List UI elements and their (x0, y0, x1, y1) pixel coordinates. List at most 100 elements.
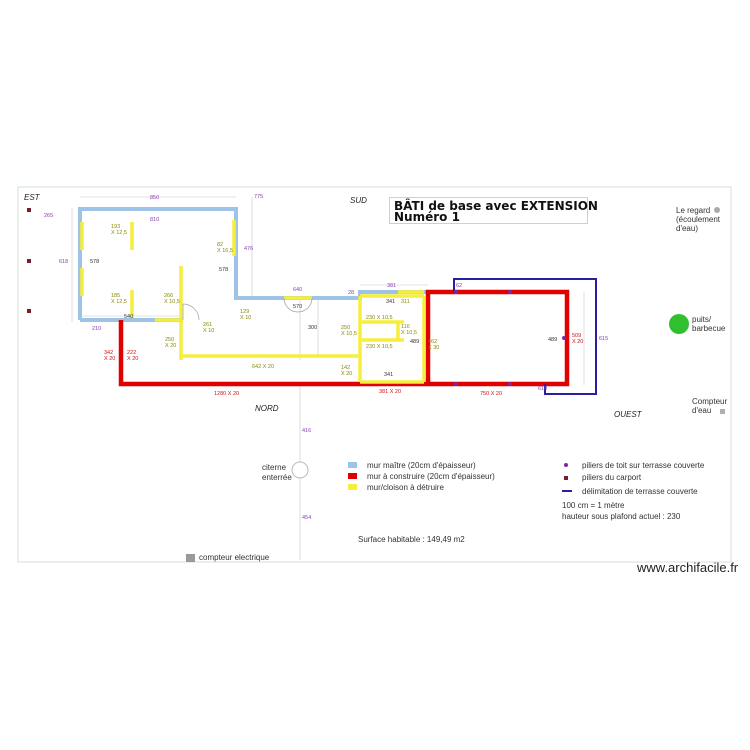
plan-subtitle: Numéro 1 (394, 210, 460, 224)
regard-label-1: Le regard (676, 206, 710, 215)
dim-label: X 20 (572, 339, 583, 345)
puits-label-2: barbecue (692, 324, 726, 333)
citerne-label-2: enterrée (262, 473, 292, 482)
legend-mur-detruire: mur/cloison à détruire (367, 483, 444, 492)
mur-detruire-walls (80, 220, 426, 384)
citerne-label-1: citerne (262, 463, 287, 472)
dim-label: 341 (384, 372, 393, 378)
dim-label: 300 (308, 325, 317, 331)
dim-label: 116 (401, 324, 410, 330)
citerne-icon (291, 461, 309, 479)
dim-label: 578 (219, 267, 228, 273)
watermark: www.archifacile.fr (637, 560, 739, 575)
orientation-sud: SUD (350, 196, 367, 205)
regard-label-2: (écoulement (676, 215, 721, 224)
dim-label: 476 (244, 246, 253, 252)
dim-label: 489 (548, 337, 557, 343)
dim-label: 82 (217, 242, 223, 248)
mur-construire-walls (118, 289, 570, 387)
compteur-eau-icon (720, 409, 725, 414)
dim-label: 462 (428, 339, 437, 345)
compteur-eau-label-2: d'eau (692, 406, 711, 415)
dim-label: 640 (293, 287, 302, 293)
dim-label: 509 (572, 333, 581, 339)
dim-label: 266 (164, 293, 173, 299)
dim-label: 578 (90, 259, 99, 265)
dim-label: 193 (111, 224, 120, 230)
dim-label: 342 (104, 350, 113, 356)
dim-label: 28 (348, 290, 354, 296)
dim-label: 618 (538, 386, 547, 392)
compteur-eau-label-1: Compteur (692, 397, 727, 406)
dim-label: X 12,5 (111, 299, 127, 305)
door-swings (182, 297, 313, 321)
construction-lines (71, 196, 585, 560)
piliers-carport (27, 208, 31, 313)
dim-label: 129 (240, 309, 249, 315)
legend-piliers-carport: piliers du carport (582, 473, 642, 482)
plan-title-box: BÂTI de base avec EXTENSION Numéro 1 (389, 197, 598, 224)
legend-mur-maitre: mur maître (20cm d'épaisseur) (367, 461, 476, 470)
legend-mur-construire: mur à construire (20cm d'épaisseur) (367, 472, 495, 481)
dim-label: 489 (410, 339, 419, 345)
puits-label-1: puits/ (692, 315, 712, 324)
dim-label: 261 (203, 322, 212, 328)
terrasse-delimitation (453, 278, 597, 395)
dim-label: 381 X 20 (379, 389, 401, 395)
dim-label: 230 X 10,5 (366, 315, 393, 321)
dim-label: 1280 X 20 (214, 391, 239, 397)
dim-label: 222 (127, 350, 136, 356)
dim-label: X 10,5 (401, 330, 417, 336)
dim-label: 381 (387, 283, 396, 289)
dim-label: 750 X 20 (480, 391, 502, 397)
legend-delimitation: délimitation de terrasse couverte (582, 487, 698, 496)
dims-dark: 578 578 540 570 300 341 341 489 489 (90, 259, 557, 378)
dim-label: 454 (302, 515, 311, 521)
legend-hauteur: hauteur sous plafond actuel : 230 (562, 512, 681, 521)
legend-piliers-toit: piliers de toit sur terrasse couverte (582, 461, 705, 470)
plan-title: BÂTI de base avec EXTENSION (394, 199, 598, 213)
puits-icon (669, 314, 689, 334)
legend-echelle: 100 cm = 1 mètre (562, 501, 625, 510)
dim-label: 570 (293, 304, 302, 310)
dim-label: 540 (124, 314, 133, 320)
dim-label: 265 (44, 213, 53, 219)
dim-label: 850 (150, 195, 159, 201)
dims-olive: 193 X 12,5 185 X 12,5 266 X 10,5 82 X 16… (111, 224, 439, 377)
dims-red: 342 X 20 222 X 20 1280 X 20 381 X 20 750… (104, 333, 583, 397)
plot-boundary (17, 186, 732, 563)
compteur-elec-icon (186, 554, 195, 562)
dim-label: 250 (341, 325, 350, 331)
dim-label: 341 (386, 299, 395, 305)
dim-label: 810 (150, 217, 159, 223)
dim-label: 775 (254, 194, 263, 200)
dim-label: 250 (165, 337, 174, 343)
dim-label: X 12,5 (111, 230, 127, 236)
dim-label: 185 (111, 293, 120, 299)
dim-label: 62 (456, 283, 462, 289)
orientation-nord: NORD (255, 404, 279, 413)
dim-label: X 10 (203, 328, 214, 334)
dim-label: X 20 (165, 343, 176, 349)
dim-label: 210 (92, 326, 101, 332)
surface-habitable: Surface habitable : 149,49 m2 (358, 535, 465, 544)
dim-label: X 20 (127, 356, 138, 362)
dim-label: X 16,5 (217, 248, 233, 254)
dim-label: X 10 (240, 315, 251, 321)
regard-icon (714, 207, 720, 213)
dim-label: 416 (302, 428, 311, 434)
compteur-elec-label: compteur electrique (199, 553, 270, 562)
dim-label: X 20 (341, 371, 352, 377)
dim-label: 142 (341, 365, 350, 371)
dim-label: 642 X 20 (252, 364, 274, 370)
dim-label: X 20 (104, 356, 115, 362)
dim-label: X 10,5 (164, 299, 180, 305)
dim-label: X 10,5 (341, 331, 357, 337)
dim-label: 311 (401, 299, 410, 305)
orientation-est: EST (24, 193, 41, 202)
dim-label: 618 (59, 259, 68, 265)
dim-label: X 30 (428, 345, 439, 351)
dim-label: 230 X 10,5 (366, 344, 393, 350)
dim-label: 615 (599, 336, 608, 342)
